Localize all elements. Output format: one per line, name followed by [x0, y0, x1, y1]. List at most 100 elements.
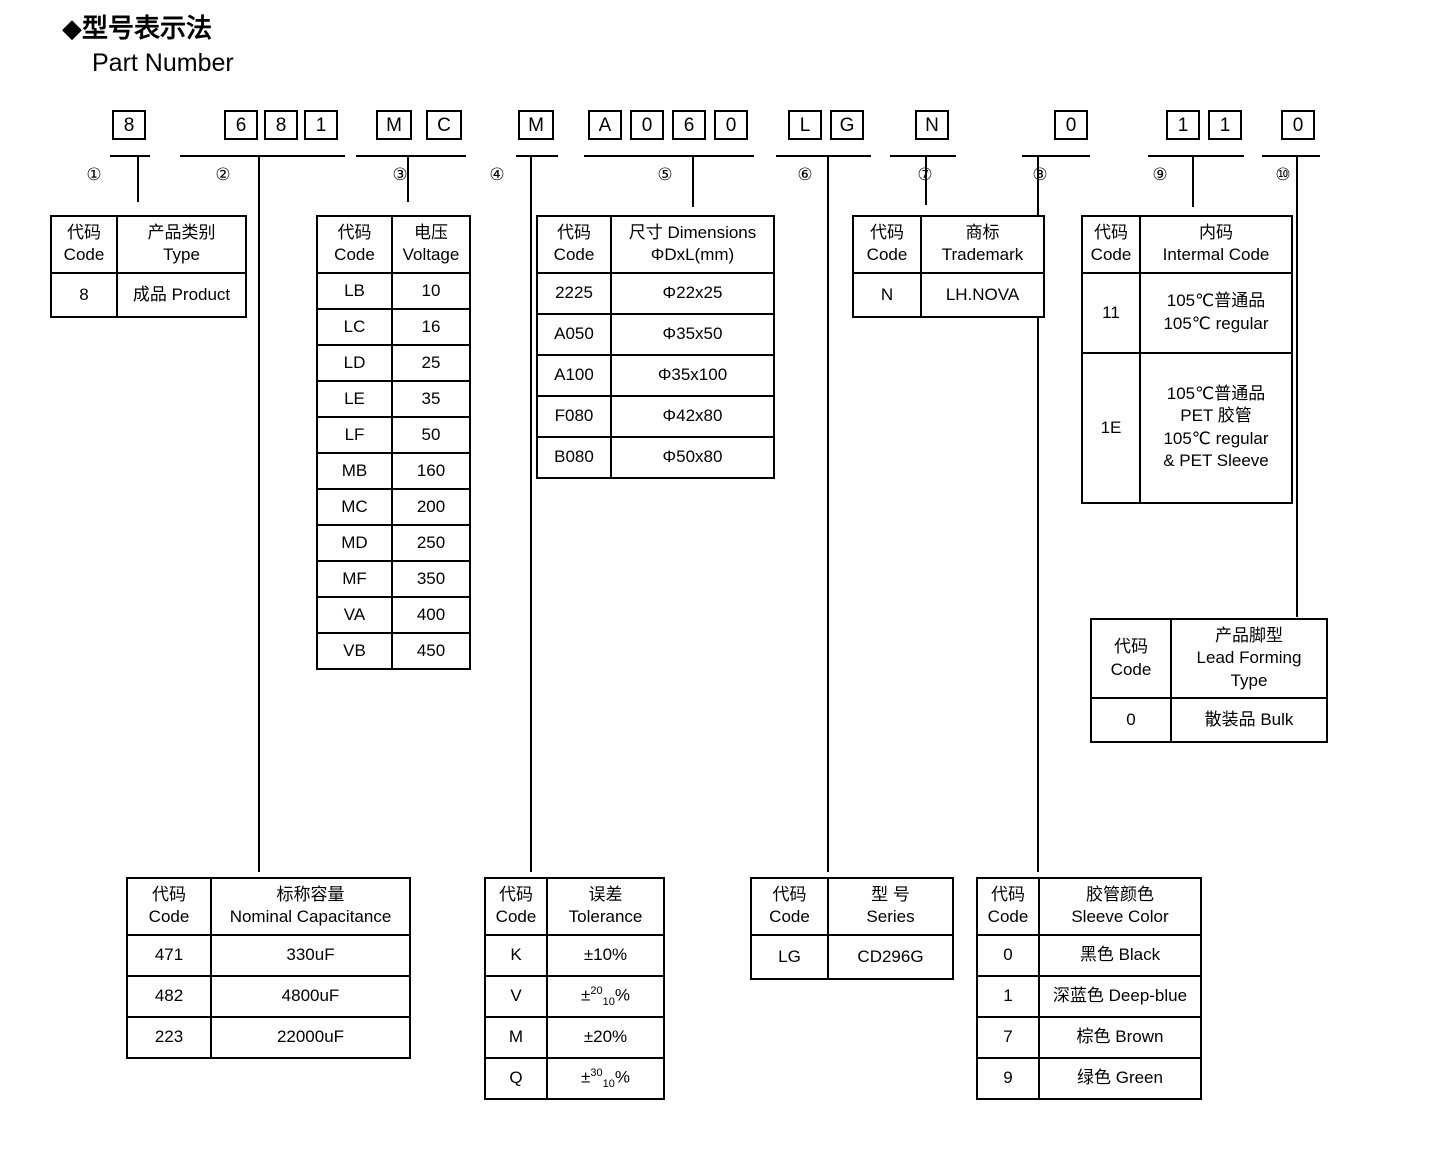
page-title-cn: ◆型号表示法 [62, 13, 212, 43]
table-row: 8 成品 Product [50, 271, 247, 318]
group-index-3: ③ [392, 165, 408, 184]
voltage-code-cell: MC [316, 487, 393, 526]
series-code-header: 代码 Code [750, 877, 829, 936]
capacitance-code-cell: 471 [126, 933, 212, 977]
tolerance-table: 代码 Code 误差 Tolerance K ±10% V ±2010% M ±… [484, 877, 665, 1100]
pn-char-5-4: 0 [714, 110, 748, 140]
group-rule-2 [180, 155, 345, 157]
sleeve-color-value-cell: 深蓝色 Deep-blue [1038, 974, 1202, 1018]
dimensions-code-cell: B080 [536, 435, 612, 479]
voltage-code-cell: MD [316, 523, 393, 562]
sleeve-color-value-cell: 棕色 Brown [1038, 1015, 1202, 1059]
trademark-code-header: 代码 Code [852, 215, 922, 274]
voltage-value-cell: 160 [391, 451, 471, 490]
leader-line-2 [258, 157, 260, 872]
voltage-code-cell: LE [316, 379, 393, 418]
table-header-row: 代码 Code 型 号 Series [750, 877, 954, 936]
series-value-cell: CD296G [827, 933, 954, 980]
voltage-value-cell: 35 [391, 379, 471, 418]
dimensions-code-cell: 2225 [536, 271, 612, 315]
internal-code-table: 代码 Code 内码 Intermal Code 11 105℃普通品 105℃… [1081, 215, 1293, 504]
sleeve-color-code-cell: 1 [976, 974, 1040, 1018]
voltage-value-cell: 250 [391, 523, 471, 562]
dimensions-title-header: 尺寸 Dimensions ΦDxL(mm) [610, 215, 775, 274]
type-title-header: 产品类别 Type [116, 215, 247, 274]
table-row: N LH.NOVA [852, 271, 1045, 318]
trademark-table: 代码 Code 商标 Trademark N LH.NOVA [852, 215, 1045, 318]
leader-line-9 [1192, 157, 1194, 207]
group-index-5: ⑤ [657, 165, 673, 184]
table-header-row: 代码 Code 内码 Intermal Code [1081, 215, 1293, 274]
lead-forming-code-header: 代码 Code [1090, 617, 1172, 700]
type-code-cell: 8 [50, 271, 118, 318]
tolerance-title-header: 误差 Tolerance [546, 877, 665, 936]
tolerance-value-cell: ±3010% [546, 1056, 665, 1100]
capacitance-value-cell: 22000uF [210, 1015, 411, 1059]
tolerance-code-cell: K [484, 933, 548, 977]
table-header-row: 代码 Code 尺寸 Dimensions ΦDxL(mm) [536, 215, 775, 274]
pn-char-1-1: 8 [112, 110, 146, 140]
pn-char-9-2: 1 [1208, 110, 1242, 140]
capacitance-code-cell: 223 [126, 1015, 212, 1059]
voltage-value-cell: 400 [391, 595, 471, 634]
tolerance-code-cell: V [484, 974, 548, 1018]
group-rule-10 [1262, 155, 1320, 157]
group-rule-7 [890, 155, 956, 157]
page-title-en: Part Number [92, 49, 234, 77]
series-table: 代码 Code 型 号 Series LG CD296G [750, 877, 954, 980]
pn-char-5-1: A [588, 110, 622, 140]
dimensions-code-cell: A050 [536, 312, 612, 356]
voltage-code-cell: MB [316, 451, 393, 490]
voltage-title-header: 电压 Voltage [391, 215, 471, 274]
table-header-row: 代码 Code 电压 Voltage [316, 215, 471, 274]
series-title-header: 型 号 Series [827, 877, 954, 936]
group-rule-5 [584, 155, 754, 157]
table-header-row: 代码 Code 产品类别 Type [50, 215, 247, 274]
group-rule-3 [356, 155, 466, 157]
capacitance-value-cell: 4800uF [210, 974, 411, 1018]
pn-char-7-1: N [915, 110, 949, 140]
tolerance-code-cell: M [484, 1015, 548, 1059]
pn-char-5-2: 0 [630, 110, 664, 140]
table-row: Q ±3010% [484, 1056, 665, 1100]
tolerance-code-cell: Q [484, 1056, 548, 1100]
pn-char-6-2: G [830, 110, 864, 140]
pn-char-4-1: M [518, 110, 554, 140]
table-row: V ±2010% [484, 974, 665, 1018]
group-rule-8 [1022, 155, 1090, 157]
voltage-code-cell: LF [316, 415, 393, 454]
capacitance-title-header: 标称容量 Nominal Capacitance [210, 877, 411, 936]
lead-forming-code-cell: 0 [1090, 697, 1172, 744]
leader-line-3 [407, 157, 409, 202]
dimensions-value-cell: Φ35x100 [610, 353, 775, 397]
group-index-8: ⑧ [1032, 165, 1048, 184]
table-header-row: 代码 Code 商标 Trademark [852, 215, 1045, 274]
sleeve-color-code-cell: 9 [976, 1056, 1040, 1100]
dimensions-value-cell: Φ50x80 [610, 435, 775, 479]
voltage-code-header: 代码 Code [316, 215, 393, 274]
table-row: 11 105℃普通品 105℃ regular [1081, 271, 1293, 354]
dimensions-code-cell: F080 [536, 394, 612, 438]
dimensions-value-cell: Φ35x50 [610, 312, 775, 356]
table-header-row: 代码 Code 标称容量 Nominal Capacitance [126, 877, 411, 936]
lead-forming-title-header: 产品脚型 Lead Forming Type [1170, 617, 1328, 700]
sleeve-color-value-cell: 绿色 Green [1038, 1056, 1202, 1100]
pn-char-8-1: 0 [1054, 110, 1088, 140]
lead-forming-table: 代码 Code 产品脚型 Lead Forming Type 0 散装品 Bul… [1090, 617, 1328, 744]
